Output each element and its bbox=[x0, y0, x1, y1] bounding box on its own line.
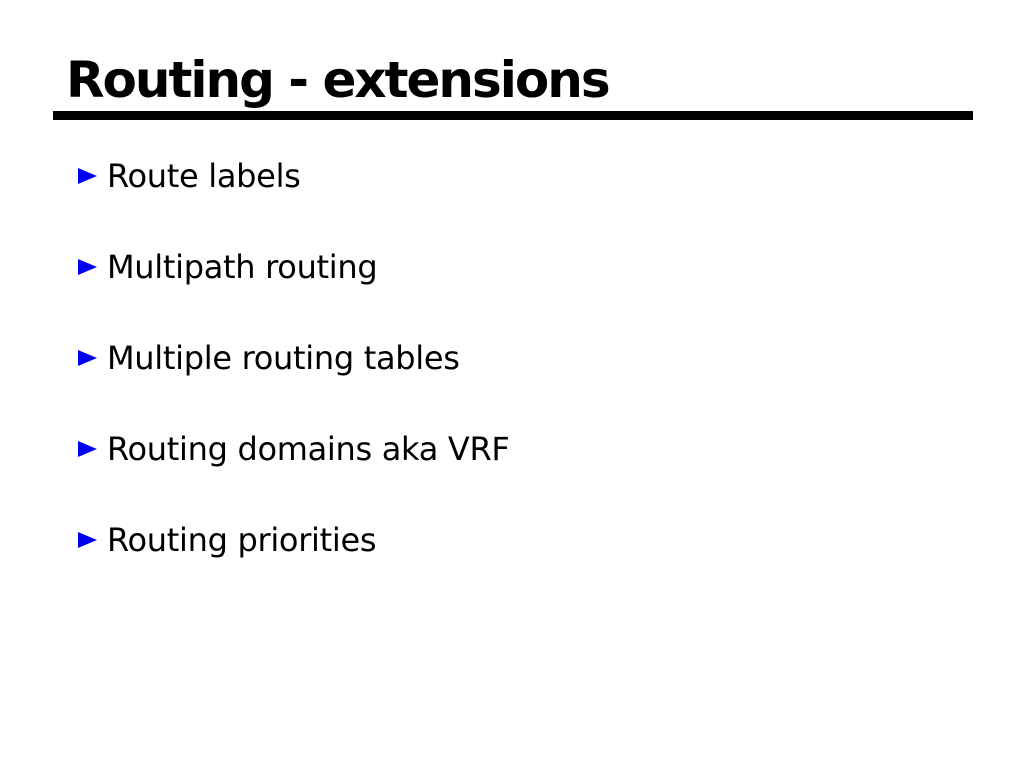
title-underline-rule bbox=[53, 111, 973, 120]
triangle-bullet-icon bbox=[78, 259, 97, 275]
triangle-bullet-icon bbox=[78, 350, 97, 366]
list-item: Routing priorities bbox=[78, 518, 377, 562]
list-item: Multipath routing bbox=[78, 245, 378, 289]
bullet-label: Routing domains aka VRF bbox=[107, 430, 510, 468]
list-item: Multiple routing tables bbox=[78, 336, 460, 380]
bullet-label: Route labels bbox=[107, 157, 301, 195]
bullet-label: Multiple routing tables bbox=[107, 339, 460, 377]
page-title: Routing - extensions bbox=[66, 51, 611, 109]
triangle-bullet-icon bbox=[78, 441, 97, 457]
triangle-bullet-icon bbox=[78, 168, 97, 184]
list-item: Route labels bbox=[78, 154, 301, 198]
list-item: Routing domains aka VRF bbox=[78, 427, 510, 471]
bullet-label: Multipath routing bbox=[107, 248, 378, 286]
bullet-label: Routing priorities bbox=[107, 521, 377, 559]
triangle-bullet-icon bbox=[78, 532, 97, 548]
